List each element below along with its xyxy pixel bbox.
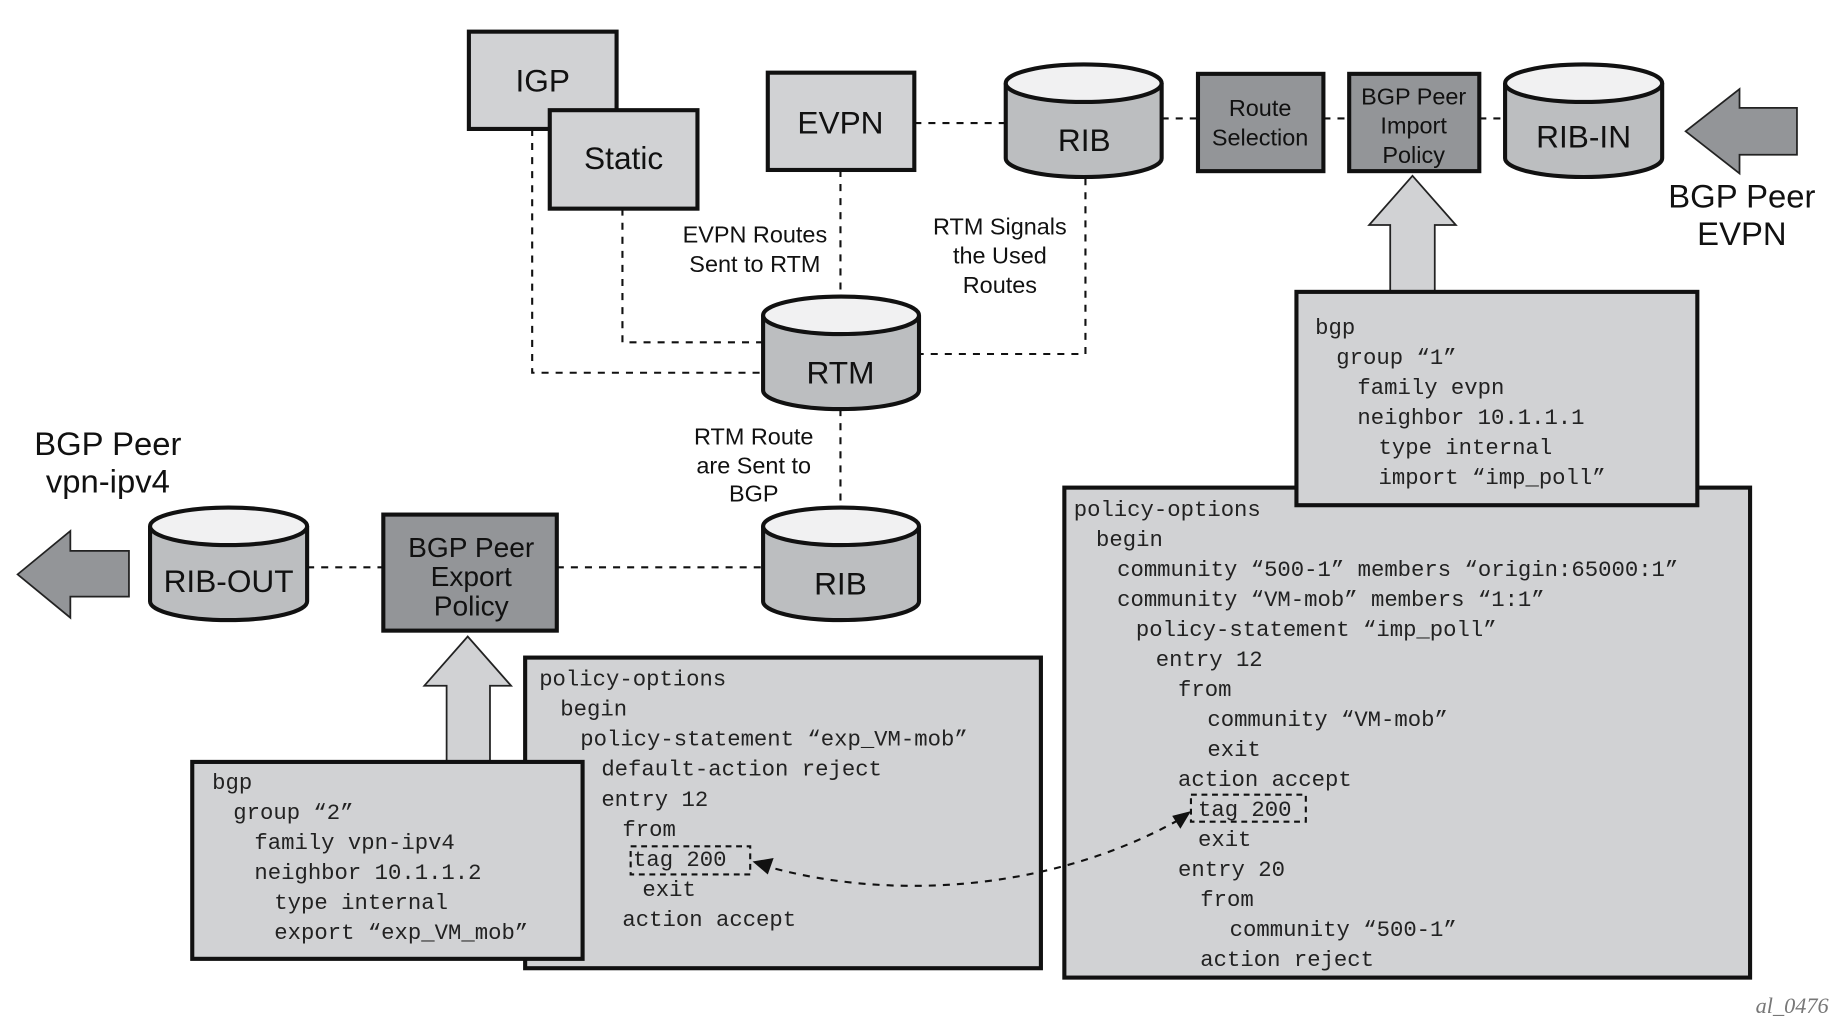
import-policy-line1: BGP Peer — [1361, 83, 1466, 109]
bgp-import-code-line: bgp — [1315, 315, 1355, 341]
policy-import-code-line: community “VM-mob” — [1207, 707, 1448, 733]
connector-rib-rtm — [919, 178, 1087, 356]
rtm-to-bgp-line2: are Sent to — [696, 453, 811, 479]
bgp-export-code-line: bgp — [212, 770, 252, 796]
rib-out-label: RIB-OUT — [164, 563, 294, 599]
export-policy-line3: Policy — [434, 590, 509, 621]
policy-export-code-line: tag 200 — [633, 847, 727, 873]
connector-igp-rtm — [531, 128, 764, 374]
policy-export-code-line: action accept — [622, 907, 796, 933]
rib-top-cylinder — [1003, 62, 1164, 180]
static-box — [547, 108, 700, 211]
export-policy-line1: BGP Peer — [408, 532, 534, 563]
bgp-export-code-line: group “2” — [233, 800, 353, 826]
tag-link-curve — [761, 816, 1185, 887]
policy-export-code-line: entry 12 — [601, 787, 708, 813]
policy-export-code-line: exit — [642, 877, 695, 903]
import-up-arrow-icon — [1367, 174, 1458, 293]
rtm-signals-line2: the Used — [953, 243, 1047, 269]
evpn-to-rtm-line1: EVPN Routes — [683, 222, 828, 248]
policy-import-code-line: tag 200 — [1198, 797, 1292, 823]
policy-export-code-line: policy-options — [539, 667, 726, 693]
connectors — [307, 117, 1506, 569]
static-label: Static — [584, 140, 663, 176]
tag-link-arrowhead-right-icon — [1172, 811, 1191, 829]
bgp-export-code-line: type internal — [274, 890, 448, 916]
bgp-export-code-line: family vpn-ipv4 — [254, 830, 454, 856]
evpn-box — [765, 70, 917, 173]
igp-label: IGP — [515, 62, 569, 98]
rib-out-cylinder — [148, 505, 310, 623]
tag-link-arrowhead-left-icon — [752, 858, 774, 875]
policy-import-code-line: entry 12 — [1156, 647, 1263, 673]
policy-import-code-line: from — [1200, 887, 1253, 913]
policy-import-code-line: policy-options — [1074, 497, 1261, 523]
bgp-export-code-box — [190, 759, 585, 961]
import-policy-line2: Import — [1380, 113, 1447, 139]
rtm-cylinder — [761, 294, 922, 412]
policy-export-code-line: policy-statement “exp_VM-mob” — [580, 727, 968, 753]
policy-import-code-line: exit — [1198, 827, 1251, 853]
policy-export-code-line: default-action reject — [601, 757, 882, 783]
bgp-import-code-line: type internal — [1378, 435, 1552, 461]
policy-import-code-line: entry 20 — [1178, 857, 1285, 883]
policy-import-code-line: action accept — [1178, 767, 1352, 793]
rib-top-label: RIB — [1058, 122, 1111, 158]
rib-bottom-cylinder — [761, 505, 922, 623]
rtm-label: RTM — [806, 354, 874, 390]
policy-import-code-line: exit — [1207, 737, 1260, 763]
route-selection-line2: Selection — [1212, 124, 1308, 150]
evpn-peer-line2: EVPN — [1697, 215, 1786, 252]
route-selection-box — [1195, 71, 1326, 174]
import-policy-box — [1347, 71, 1482, 174]
policy-import-code-line: policy-statement “imp_poll” — [1136, 617, 1497, 643]
rib-bottom-label: RIB — [814, 565, 867, 601]
bgp-import-code-line: neighbor 10.1.1.1 — [1357, 405, 1584, 431]
evpn-peer-line1: BGP Peer — [1668, 177, 1815, 214]
outgoing-arrow-icon — [16, 529, 130, 620]
bgp-import-code-line: group “1” — [1336, 345, 1456, 371]
policy-export-code-line: begin — [560, 697, 627, 723]
rtm-to-bgp-line1: RTM Route — [694, 423, 813, 449]
export-up-arrow-icon — [422, 635, 514, 763]
export-policy-box — [381, 512, 559, 633]
evpn-to-rtm-line2: Sent to RTM — [689, 251, 820, 277]
rtm-to-bgp-line3: BGP — [729, 481, 779, 507]
import-policy-line3: Policy — [1382, 142, 1445, 168]
route-selection-line1: Route — [1229, 95, 1292, 121]
policy-export-code-box — [523, 655, 1043, 971]
policy-import-code-line: from — [1178, 677, 1231, 703]
bgp-export-code-line: neighbor 10.1.1.2 — [254, 860, 481, 886]
bgp-import-code-line: family evpn — [1357, 375, 1504, 401]
connector-static-rtm — [621, 208, 764, 344]
policy-import-code-line: begin — [1096, 527, 1163, 553]
bgp-export-code-line: export “exp_VM_mob” — [274, 920, 528, 946]
policy-import-code-line: action reject — [1200, 947, 1374, 973]
rib-in-cylinder — [1503, 62, 1665, 180]
vpn-peer-line2: vpn-ipv4 — [46, 462, 170, 499]
import-tag-highlight — [1189, 793, 1307, 823]
policy-import-code-line: community “VM-mob” members “1:1” — [1117, 587, 1545, 613]
policy-import-code-line: community “500-1” members “origin:65000:… — [1117, 557, 1678, 583]
rib-in-label: RIB-IN — [1536, 119, 1631, 155]
bgp-import-code-box — [1294, 289, 1700, 508]
export-policy-line2: Export — [431, 561, 512, 592]
incoming-arrow-icon — [1684, 87, 1798, 176]
rtm-signals-line3: Routes — [963, 272, 1037, 298]
vpn-peer-line1: BGP Peer — [34, 425, 181, 462]
rtm-signals-line1: RTM Signals — [933, 213, 1067, 239]
policy-export-code-line: from — [622, 817, 675, 843]
figure-id: al_0476 — [1756, 993, 1830, 1018]
evpn-label: EVPN — [797, 105, 883, 141]
policy-import-code-line: community “500-1” — [1230, 917, 1457, 943]
bgp-import-code-line: import “imp_poll” — [1378, 465, 1605, 491]
